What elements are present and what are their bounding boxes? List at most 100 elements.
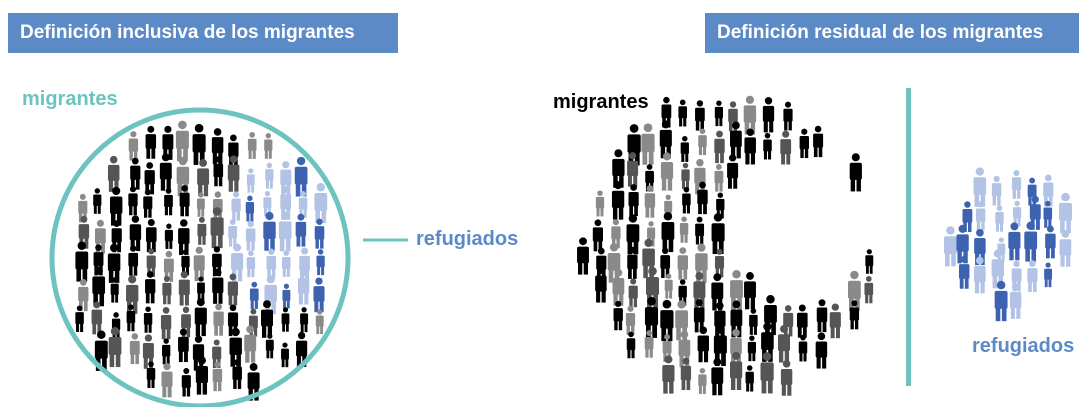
- person-icon: [780, 130, 792, 165]
- person-icon: [265, 333, 274, 359]
- person-icon: [126, 304, 136, 332]
- person-icon: [128, 245, 139, 276]
- person-icon: [595, 266, 607, 303]
- person-icon: [628, 278, 638, 308]
- person-icon: [295, 213, 307, 247]
- person-icon: [212, 361, 223, 392]
- person-icon: [227, 155, 240, 192]
- person-icon: [716, 192, 725, 219]
- person-icon: [626, 331, 636, 359]
- person-icon: [282, 250, 291, 277]
- person-icon: [714, 164, 724, 192]
- migrants-enclosure-circle: [49, 107, 351, 407]
- person-icon: [316, 249, 325, 276]
- person-icon: [282, 283, 291, 309]
- person-icon: [626, 214, 640, 255]
- person-icon: [142, 334, 154, 369]
- person-icon: [612, 149, 625, 188]
- migrants-label-residual: migrantes: [553, 91, 649, 113]
- inclusive-people-group: [75, 120, 328, 401]
- person-icon: [107, 155, 120, 192]
- person-icon: [1011, 170, 1022, 199]
- person-icon: [181, 368, 191, 397]
- person-icon: [976, 201, 986, 231]
- person-icon: [175, 120, 189, 162]
- person-icon: [660, 152, 674, 191]
- person-icon: [958, 255, 970, 289]
- inclusive-definition-header: Definición inclusiva de los migrantes: [8, 13, 398, 53]
- person-icon: [680, 357, 692, 391]
- person-icon: [231, 191, 241, 221]
- person-icon: [194, 298, 207, 337]
- person-icon: [595, 190, 605, 217]
- residual-definition-header: Definición residual de los migrantes: [705, 13, 1079, 53]
- person-icon: [249, 281, 259, 309]
- person-icon: [644, 330, 654, 358]
- person-icon: [865, 249, 874, 274]
- person-icon: [146, 361, 156, 388]
- person-icon: [829, 303, 841, 339]
- person-icon: [197, 159, 210, 197]
- person-icon: [994, 280, 1008, 322]
- person-icon: [129, 333, 140, 365]
- person-icon: [297, 269, 310, 305]
- person-icon: [711, 358, 724, 396]
- person-icon: [1013, 200, 1022, 227]
- person-icon: [1059, 230, 1072, 267]
- person-icon: [300, 307, 309, 333]
- person-icon: [973, 167, 987, 207]
- person-icon: [813, 125, 824, 158]
- person-icon: [313, 277, 325, 313]
- refugees-people-group: [944, 167, 1072, 322]
- person-icon: [144, 162, 155, 195]
- person-icon: [246, 250, 256, 278]
- person-icon: [162, 338, 171, 365]
- person-icon: [592, 219, 603, 252]
- person-icon: [695, 216, 705, 245]
- person-icon: [744, 272, 756, 310]
- person-icon: [1024, 221, 1038, 262]
- person-icon: [799, 128, 809, 159]
- person-icon: [613, 300, 623, 331]
- person-icon: [314, 183, 328, 224]
- person-icon: [212, 191, 223, 222]
- person-icon: [245, 195, 255, 222]
- person-icon: [693, 299, 705, 333]
- person-icon: [611, 181, 625, 220]
- person-icon: [1043, 200, 1053, 228]
- person-icon: [944, 226, 957, 267]
- person-icon: [192, 335, 205, 371]
- person-icon: [660, 299, 674, 342]
- person-icon: [678, 99, 687, 127]
- person-icon: [160, 306, 172, 340]
- person-icon: [816, 299, 828, 333]
- person-icon: [730, 121, 742, 159]
- person-icon: [161, 362, 173, 398]
- person-icon: [627, 246, 638, 279]
- person-icon: [698, 128, 707, 156]
- person-icon: [697, 181, 708, 215]
- person-icon: [314, 218, 325, 249]
- person-icon: [1045, 225, 1056, 259]
- person-icon: [108, 327, 122, 368]
- person-icon: [130, 157, 141, 190]
- residual-people-group: [577, 95, 874, 396]
- person-icon: [625, 305, 636, 335]
- person-icon: [178, 271, 190, 306]
- person-icon: [197, 216, 207, 245]
- person-icon: [778, 324, 790, 363]
- person-icon: [681, 162, 690, 189]
- person-icon: [178, 219, 190, 255]
- migrants-label-inclusive: migrantes: [22, 88, 118, 110]
- person-icon: [1059, 192, 1072, 234]
- person-icon: [195, 356, 208, 395]
- person-icon: [697, 326, 709, 363]
- person-icon: [747, 335, 756, 362]
- person-icon: [1009, 283, 1022, 319]
- refugees-label-residual: refugiados: [972, 335, 1075, 357]
- person-icon: [641, 123, 655, 165]
- person-icon: [783, 101, 793, 131]
- person-icon: [263, 190, 272, 216]
- person-icon: [213, 156, 224, 187]
- person-icon: [662, 355, 675, 394]
